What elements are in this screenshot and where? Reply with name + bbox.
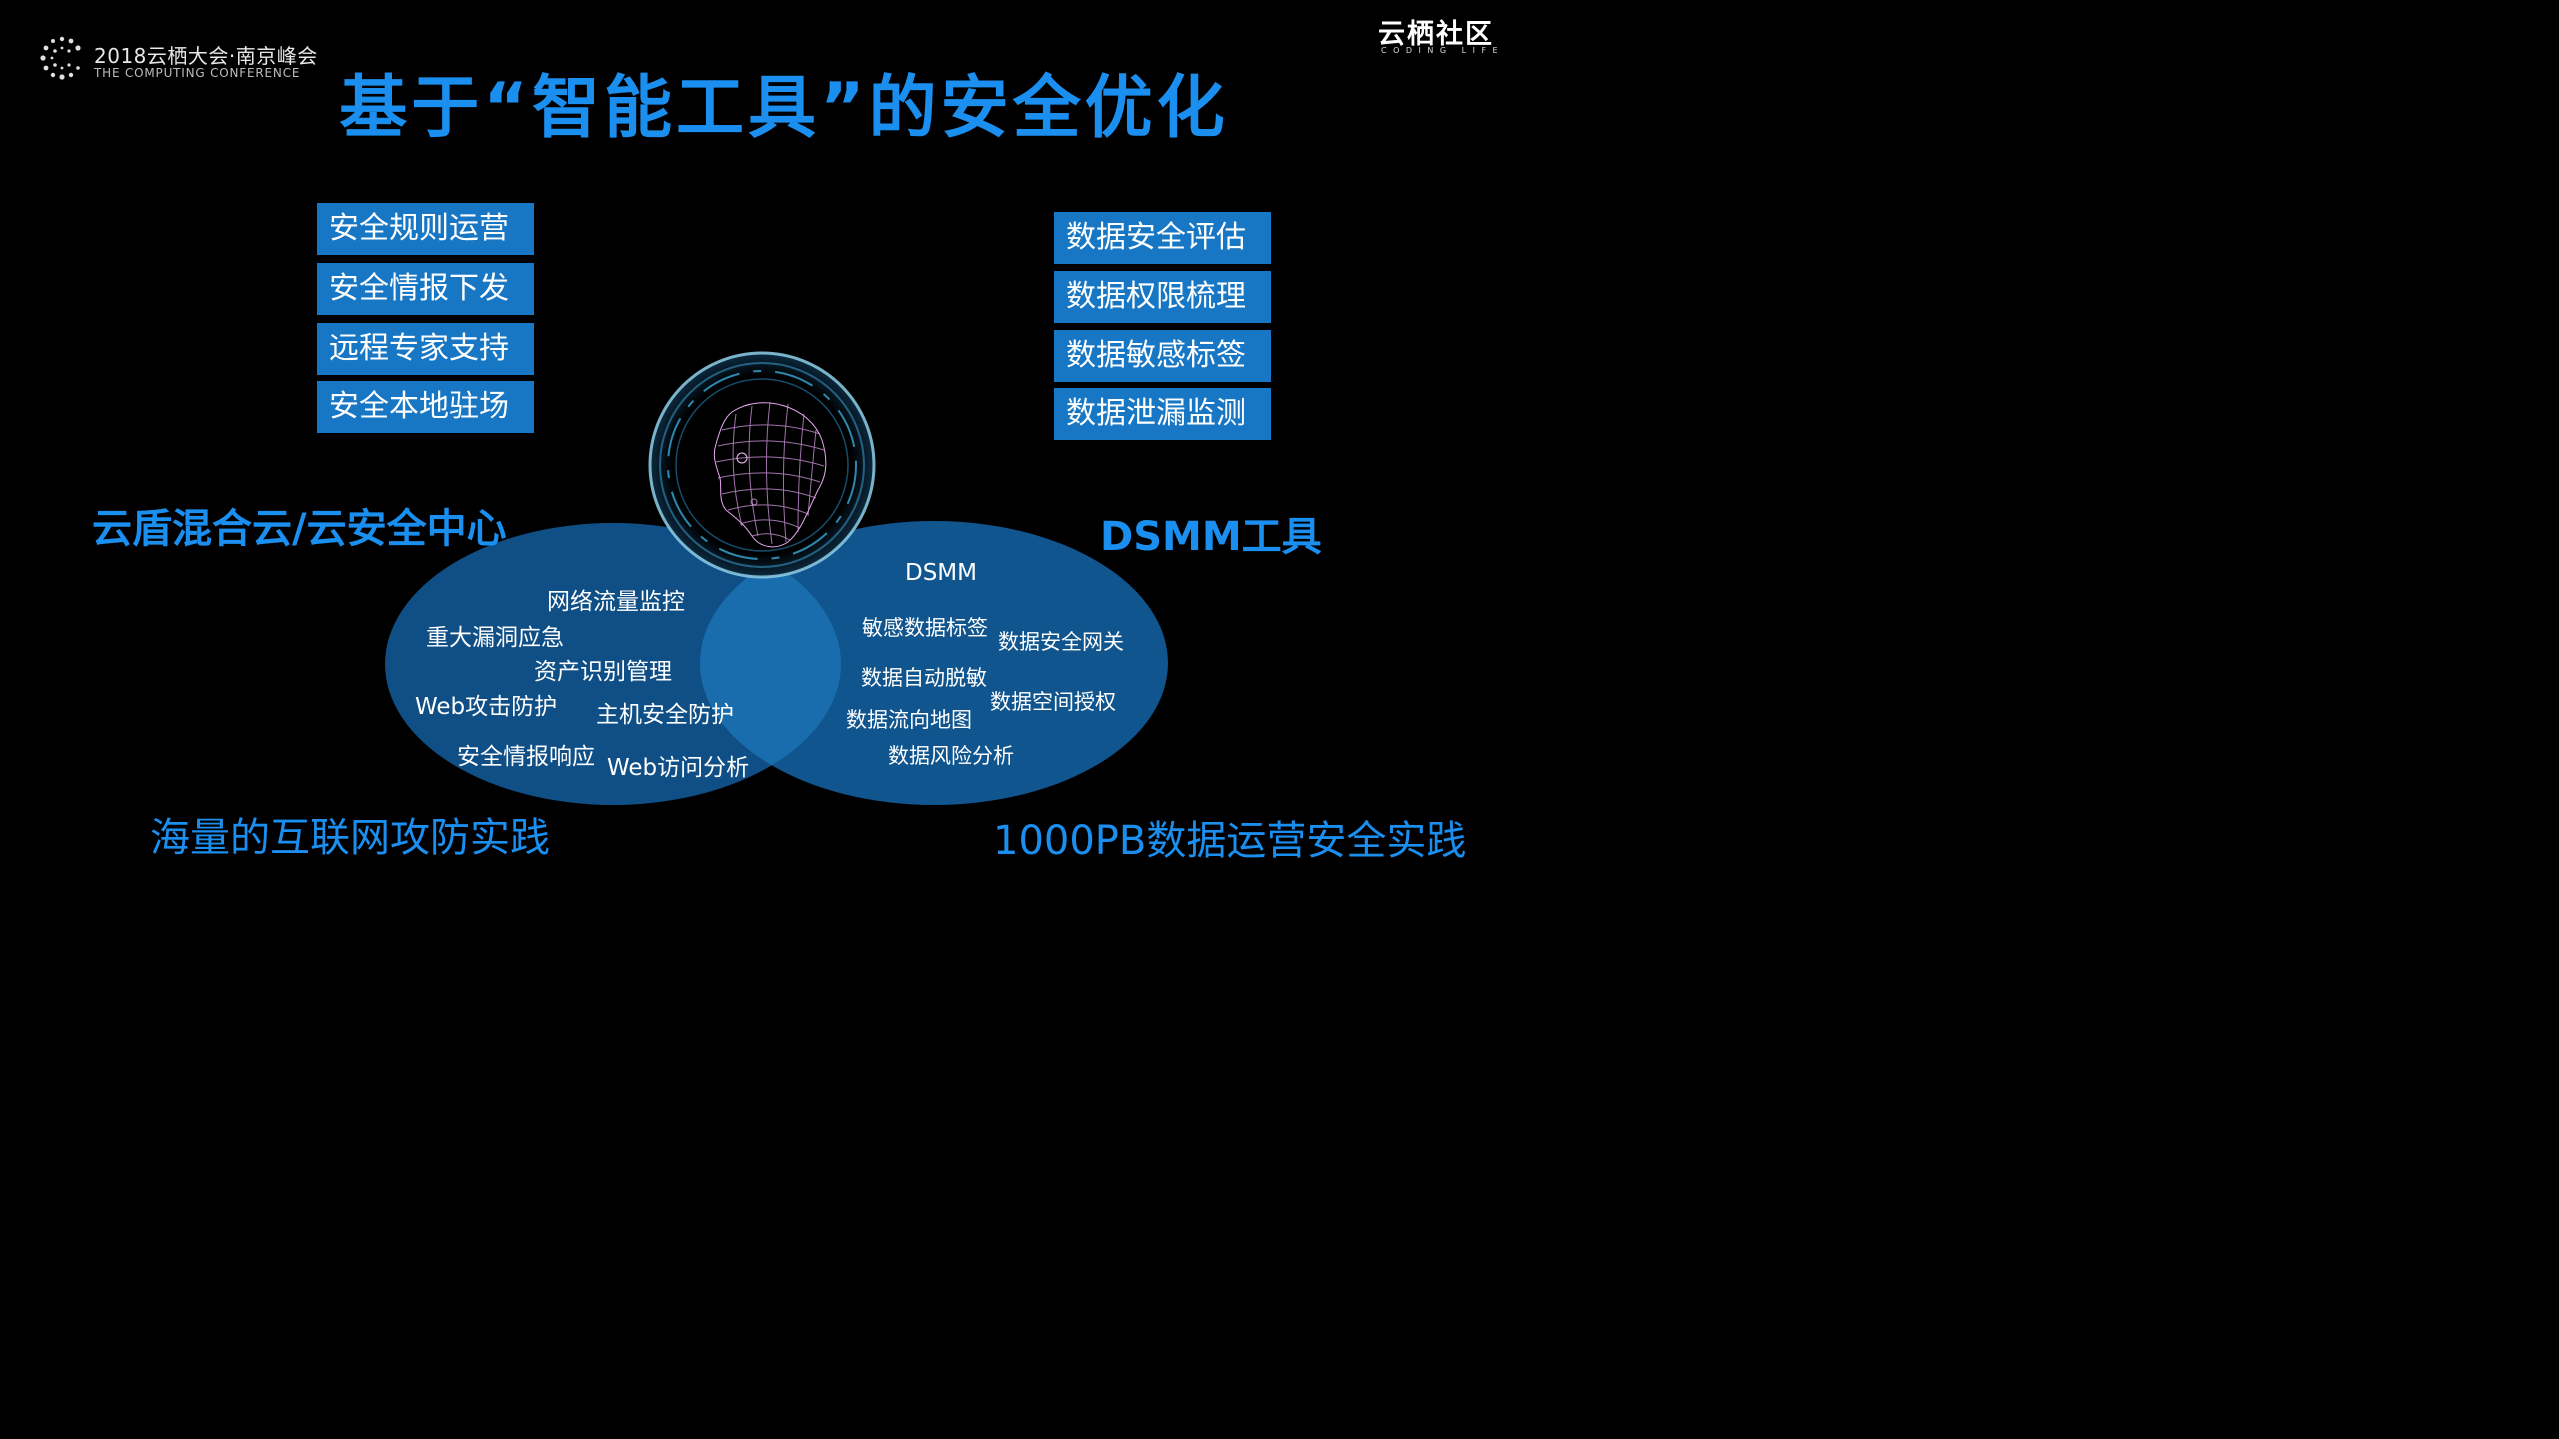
left-item: 资产识别管理 [534,659,672,685]
wireframe-face-icon [713,401,827,548]
page-title: 基于“智能工具”的安全优化 [339,69,1229,148]
venn-right-ellipse [700,521,1168,805]
right-group-label: DSMM工具 [1100,514,1322,560]
right-item: 敏感数据标签 [862,616,988,640]
center-circle [648,351,876,579]
bottom-right-caption: 1000PB数据运营安全实践 [993,818,1467,864]
dotted-circle-logo-icon [40,36,81,80]
right-tag: 数据敏感标签 [1054,330,1271,382]
bottom-left-caption: 海量的互联网攻防实践 [150,815,550,861]
left-tag: 安全情报下发 [317,263,534,315]
left-item: Web攻击防护 [415,694,558,720]
left-item: 安全情报响应 [457,744,595,770]
right-item: 数据安全网关 [998,630,1124,654]
right-item: 数据空间授权 [990,690,1116,714]
venn-diagram [40,36,1168,805]
left-tag: 远程专家支持 [317,323,534,375]
right-tag: 数据权限梳理 [1054,271,1271,323]
left-group-label: 云盾混合云/云安全中心 [92,506,507,552]
right-item: 数据风险分析 [888,744,1014,768]
right-item: 数据自动脱敏 [861,666,987,690]
left-item: 主机安全防护 [596,702,734,728]
left-tag: 安全本地驻场 [317,381,534,433]
conference-subtitle: THE COMPUTING CONFERENCE [94,66,301,80]
brand-logo-text: 云栖社区 [1378,19,1494,50]
conference-name: 2018云栖大会·南京峰会 [94,44,318,68]
left-tag: 安全规则运营 [317,203,534,255]
right-item: 数据流向地图 [846,708,972,732]
right-tag: 数据安全评估 [1054,212,1271,264]
right-item: DSMM [905,560,977,586]
left-item: Web访问分析 [607,755,750,781]
venn-left-ellipse [385,523,841,805]
brand-logo-subtext: CODING LIFE [1381,46,1505,55]
left-item: 网络流量监控 [547,589,685,615]
left-item: 重大漏洞应急 [426,625,564,651]
right-tag: 数据泄漏监测 [1054,388,1271,440]
